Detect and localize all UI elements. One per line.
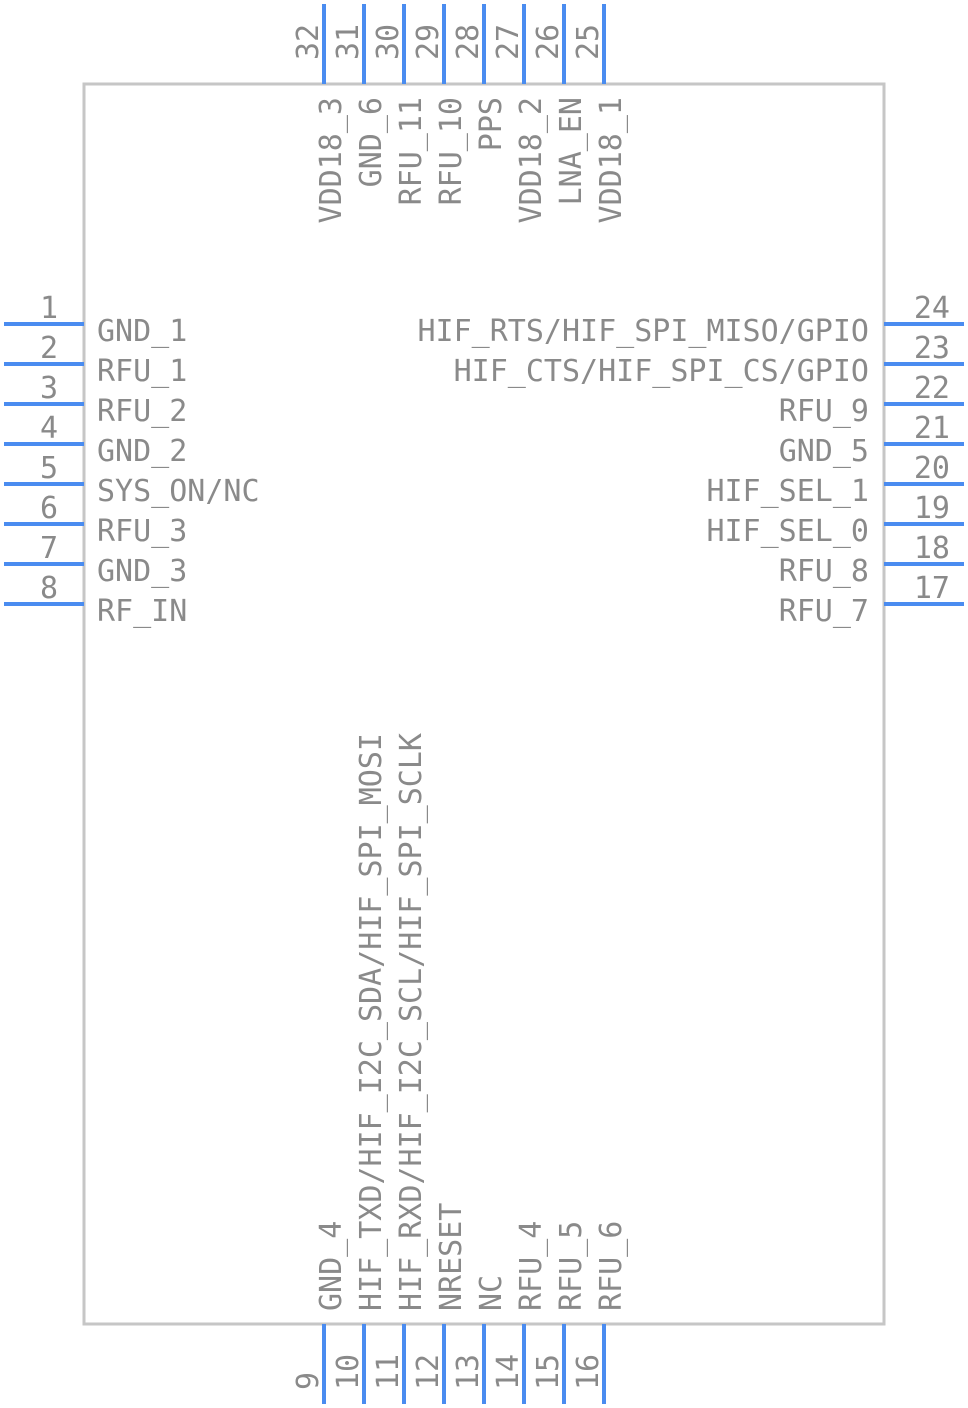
pin-name-left: GND_3 <box>97 554 187 589</box>
pin-name-bottom: NC <box>474 1275 509 1311</box>
pin-number-left: 3 <box>40 371 58 406</box>
pin-number-right: 21 <box>914 411 950 446</box>
pin-number-bottom: 16 <box>571 1354 606 1390</box>
pin-number-right: 17 <box>914 571 950 606</box>
pin-number-right: 24 <box>914 291 950 326</box>
pin-name-bottom: RFU_4 <box>514 1221 549 1311</box>
pin-name-left: RFU_3 <box>97 514 187 549</box>
pin-number-bottom: 9 <box>291 1372 326 1390</box>
pin-name-top: VDD18_1 <box>594 97 629 223</box>
pin-name-right: HIF_RTS/HIF_SPI_MISO/GPIO <box>417 314 869 349</box>
pin-number-bottom: 11 <box>371 1354 406 1390</box>
pin-number-top: 32 <box>291 24 326 60</box>
pin-number-left: 7 <box>40 531 58 566</box>
pin-name-right: RFU_7 <box>779 594 869 629</box>
pin-name-top: VDD18_3 <box>314 97 349 223</box>
pin-name-bottom: NRESET <box>434 1203 469 1311</box>
pin-number-left: 8 <box>40 571 58 606</box>
pin-number-top: 30 <box>371 24 406 60</box>
pin-number-bottom: 10 <box>331 1354 366 1390</box>
pin-number-right: 18 <box>914 531 950 566</box>
pin-number-top: 27 <box>491 24 526 60</box>
pin-number-left: 4 <box>40 411 58 446</box>
pin-name-left: SYS_ON/NC <box>97 474 260 509</box>
pin-name-top: RFU_11 <box>394 97 429 205</box>
pin-name-bottom: HIF_TXD/HIF_I2C_SDA/HIF_SPI_MOSI <box>354 733 389 1311</box>
pin-name-right: RFU_9 <box>779 394 869 429</box>
pin-name-right: HIF_SEL_1 <box>706 474 869 509</box>
pin-name-top: RFU_10 <box>434 97 469 205</box>
pin-name-top: PPS <box>474 97 509 151</box>
pin-number-left: 6 <box>40 491 58 526</box>
pin-name-bottom: GND_4 <box>314 1221 349 1311</box>
pin-name-left: GND_1 <box>97 314 187 349</box>
pin-number-right: 20 <box>914 451 950 486</box>
pin-number-right: 23 <box>914 331 950 366</box>
pin-name-right: HIF_CTS/HIF_SPI_CS/GPIO <box>454 354 869 389</box>
pin-name-right: RFU_8 <box>779 554 869 589</box>
pin-name-bottom: RFU_5 <box>554 1221 589 1311</box>
pin-number-left: 2 <box>40 331 58 366</box>
pin-number-left: 1 <box>40 291 58 326</box>
pin-name-left: RF_IN <box>97 594 187 629</box>
pin-number-top: 25 <box>571 24 606 60</box>
pin-name-left: RFU_2 <box>97 394 187 429</box>
pin-name-left: RFU_1 <box>97 354 187 389</box>
pin-name-bottom: RFU_6 <box>594 1221 629 1311</box>
pin-number-right: 19 <box>914 491 950 526</box>
pin-number-right: 22 <box>914 371 950 406</box>
pin-number-top: 28 <box>451 24 486 60</box>
pin-number-top: 26 <box>531 24 566 60</box>
pin-name-right: HIF_SEL_0 <box>706 514 869 549</box>
pin-name-left: GND_2 <box>97 434 187 469</box>
pin-name-top: VDD18_2 <box>514 97 549 223</box>
pin-name-top: GND_6 <box>354 97 389 187</box>
pin-name-bottom: HIF_RXD/HIF_I2C_SCL/HIF_SPI_SCLK <box>394 733 429 1311</box>
pin-number-left: 5 <box>40 451 58 486</box>
pin-number-top: 29 <box>411 24 446 60</box>
pin-number-bottom: 14 <box>491 1354 526 1390</box>
pin-number-top: 31 <box>331 24 366 60</box>
ic-body-outline <box>82 82 886 1326</box>
pin-name-top: LNA_EN <box>554 97 589 205</box>
pin-number-bottom: 12 <box>411 1354 446 1390</box>
pin-number-bottom: 15 <box>531 1354 566 1390</box>
pin-name-right: GND_5 <box>779 434 869 469</box>
pin-number-bottom: 13 <box>451 1354 486 1390</box>
